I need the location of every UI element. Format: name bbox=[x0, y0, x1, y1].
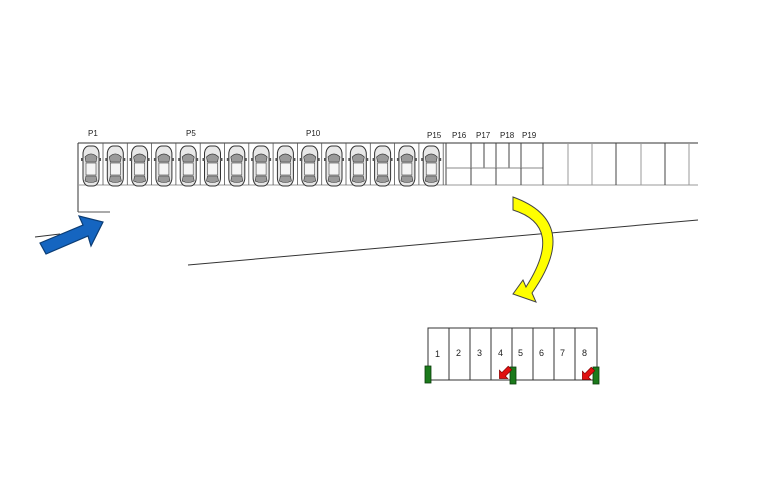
road-edge bbox=[187, 219, 699, 266]
occupied-spots bbox=[81, 143, 444, 187]
spot-label-p10: P10 bbox=[306, 129, 321, 138]
bay-number-4: 4 bbox=[498, 348, 503, 358]
bay-number-1: 1 bbox=[435, 349, 440, 359]
car-icon bbox=[81, 143, 104, 187]
car-icon bbox=[226, 143, 250, 187]
bay-number-3: 3 bbox=[477, 348, 482, 358]
bay-number-2: 2 bbox=[456, 348, 461, 358]
spot-label-p15: P15 bbox=[427, 131, 442, 140]
car-icon bbox=[251, 143, 274, 187]
spot-label-p18: P18 bbox=[500, 131, 515, 140]
bay-number-7: 7 bbox=[560, 348, 565, 358]
car-icon bbox=[348, 143, 371, 187]
car-icon bbox=[299, 143, 323, 187]
bay-number-8: 8 bbox=[582, 348, 587, 358]
car-icon bbox=[324, 143, 347, 187]
car-icon bbox=[396, 143, 420, 187]
charger-icon bbox=[592, 366, 600, 385]
car-icon bbox=[129, 143, 153, 187]
car-icon bbox=[178, 143, 201, 187]
bay-number-6: 6 bbox=[539, 348, 544, 358]
car-icon bbox=[202, 143, 225, 187]
entry-arrow-icon bbox=[39, 215, 104, 255]
spot-label-p19: P19 bbox=[522, 131, 537, 140]
charger-arrow-icon bbox=[582, 366, 596, 380]
road-edge-left bbox=[34, 233, 61, 238]
spot-label-p1: P1 bbox=[88, 129, 98, 138]
empty-spots bbox=[445, 143, 690, 185]
charger-icon bbox=[424, 365, 432, 384]
car-icon bbox=[105, 143, 128, 187]
bay-number-5: 5 bbox=[518, 348, 523, 358]
spot-label-p17: P17 bbox=[476, 131, 491, 140]
charger-arrow-icon bbox=[499, 365, 513, 379]
charger-icon bbox=[509, 366, 517, 385]
car-icon bbox=[421, 143, 444, 187]
car-icon bbox=[275, 143, 298, 187]
car-icon bbox=[153, 143, 177, 187]
spot-label-p5: P5 bbox=[186, 129, 196, 138]
car-icon bbox=[372, 143, 396, 187]
spot-label-p16: P16 bbox=[452, 131, 467, 140]
zoom-arrow-icon bbox=[512, 196, 554, 303]
